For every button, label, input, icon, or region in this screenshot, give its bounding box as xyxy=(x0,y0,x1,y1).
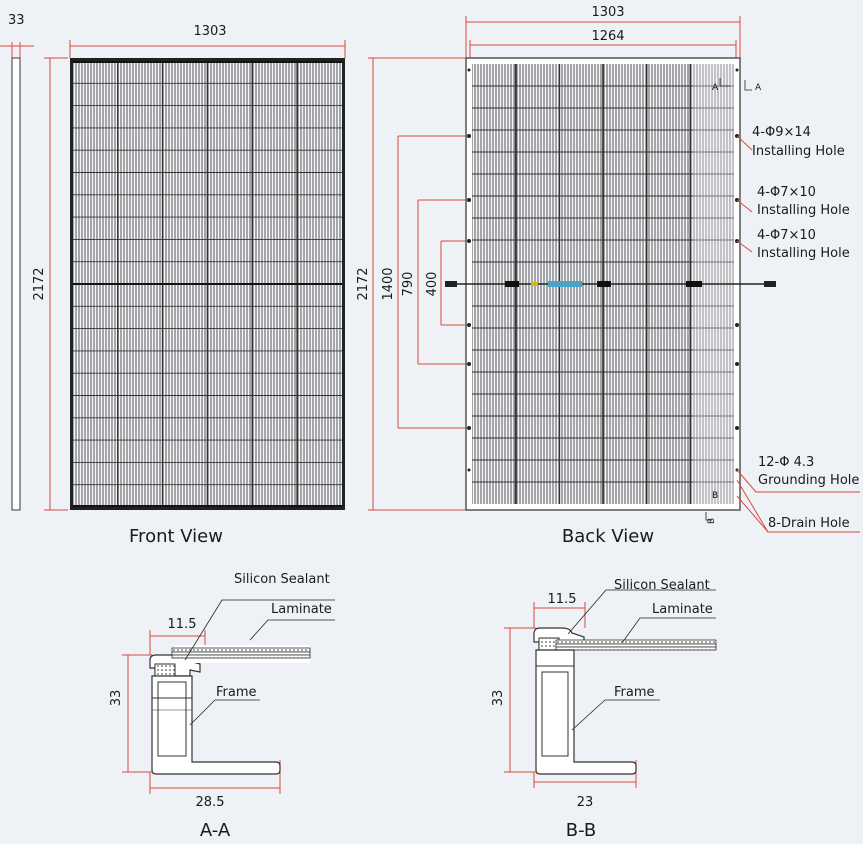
back-height-dim: 2172 xyxy=(356,267,371,300)
front-height-dim: 2172 xyxy=(32,267,47,300)
hole2-callout-name: Installing Hole xyxy=(757,203,850,218)
back-view-title: Back View xyxy=(562,526,654,547)
aa-lip-dim: 11.5 xyxy=(168,617,197,632)
back-width-outer-dim: 1303 xyxy=(591,5,624,20)
svg-text:A: A xyxy=(712,83,719,93)
svg-text:A: A xyxy=(755,83,762,93)
junction-cable xyxy=(445,281,776,287)
bb-base-dim: 23 xyxy=(577,795,594,810)
aa-title: A-A xyxy=(200,820,231,841)
hole-span-790-dim: 790 xyxy=(401,272,416,297)
ground-callout-spec: 12-Φ 4.3 xyxy=(758,455,814,470)
hole-span-400-dim: 400 xyxy=(425,272,440,297)
side-view: 33 xyxy=(0,13,34,511)
section-aa: 11.5 33 28.5 xyxy=(109,599,335,810)
hole2-callout-spec: 4-Φ7×10 xyxy=(757,185,816,200)
aa-base-dim: 28.5 xyxy=(196,795,225,810)
ground-callout-name: Grounding Hole xyxy=(758,473,859,488)
aa-height-dim: 33 xyxy=(109,690,124,707)
drain-callout: 8-Drain Hole xyxy=(768,516,850,531)
side-thickness-dim: 33 xyxy=(8,13,25,28)
back-view: 1303 1264 2172 1400 790 400 xyxy=(356,5,860,533)
aa-sealant-label: Silicon Sealant xyxy=(234,572,330,587)
front-view-title: Front View xyxy=(129,526,223,547)
hole-span-1400-dim: 1400 xyxy=(381,267,396,300)
bb-lip-dim: 11.5 xyxy=(548,592,577,607)
svg-text:B: B xyxy=(707,518,717,524)
hole3-callout-spec: 4-Φ7×10 xyxy=(757,228,816,243)
hole1-callout-name: Installing Hole xyxy=(752,144,845,159)
section-bb: 11.5 33 23 xyxy=(491,589,717,810)
hole3-callout-name: Installing Hole xyxy=(757,246,850,261)
bb-sealant-label: Silicon Sealant xyxy=(614,578,710,593)
aa-laminate-label: Laminate xyxy=(271,602,332,617)
bb-laminate-label: Laminate xyxy=(652,602,713,617)
back-width-inner-dim: 1264 xyxy=(591,29,624,44)
bb-height-dim: 33 xyxy=(491,690,506,707)
front-view: 2172 1303 xyxy=(32,24,346,511)
svg-text:B: B xyxy=(712,491,718,501)
hole1-callout-spec: 4-Φ9×14 xyxy=(752,125,811,140)
section-b-marker: B B xyxy=(705,491,718,524)
bb-frame-label: Frame xyxy=(614,685,655,700)
bb-title: B-B xyxy=(566,820,597,841)
section-a-marker: A A xyxy=(712,78,762,93)
front-width-dim: 1303 xyxy=(193,24,226,39)
aa-frame-label: Frame xyxy=(216,685,257,700)
